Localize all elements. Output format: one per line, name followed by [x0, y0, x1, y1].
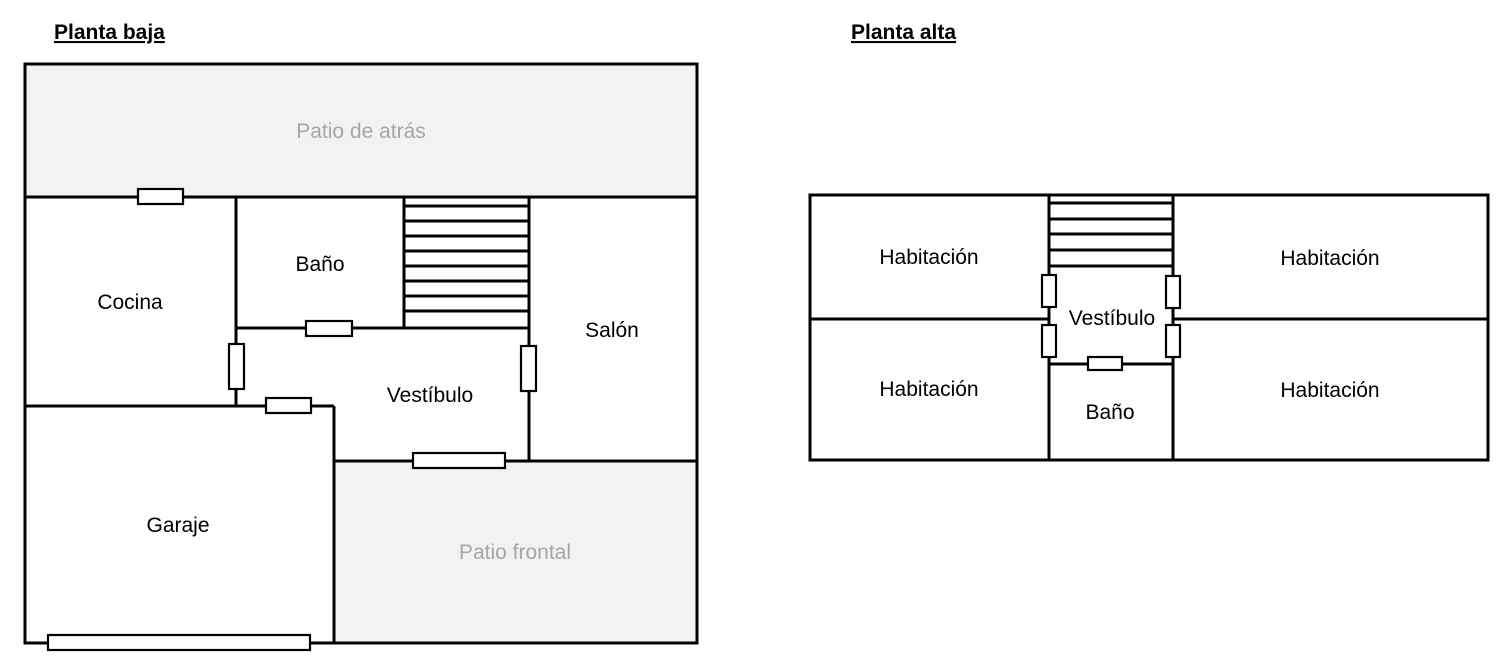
upper-floor-plan: Planta alta Habitación Habitación Habi [808, 21, 1490, 462]
door-bedroom-top-right [1164, 274, 1182, 310]
door-kitchen-backyard [136, 187, 185, 206]
upper-bathroom-label: Baño [1085, 401, 1134, 424]
bedroom-bottom-right-label: Habitación [1280, 379, 1379, 402]
ground-floor-plan: Planta baja [23, 21, 699, 652]
front-yard-label: Patio frontal [459, 541, 571, 564]
living-room-label: Salón [585, 319, 639, 342]
upper-floor-outline [808, 193, 1490, 462]
upper-floor-title: Planta alta [851, 21, 956, 44]
upper-hallway-label: Vestíbulo [1069, 307, 1155, 330]
door-front-entrance [411, 451, 507, 470]
door-bedroom-top-left [1040, 273, 1058, 309]
backyard-area [23, 62, 699, 199]
door-bedroom-bottom-left [1040, 323, 1058, 359]
door-bedroom-bottom-right [1164, 323, 1182, 359]
bedroom-bottom-left-label: Habitación [879, 378, 978, 401]
bedroom-top-right-label: Habitación [1280, 247, 1379, 270]
backyard-label: Patio de atrás [296, 120, 426, 143]
ground-floor-stairs [404, 204, 529, 313]
door-living-room-hallway [519, 344, 538, 393]
door-kitchen-hallway [227, 342, 246, 391]
garage-door [46, 633, 312, 652]
door-garage-hallway [264, 396, 313, 415]
kitchen-label: Cocina [97, 291, 163, 314]
door-upper-bathroom [1086, 355, 1124, 372]
ground-floor-outline [23, 62, 699, 645]
upper-floor-stairs [1049, 201, 1173, 268]
bedroom-top-left-label: Habitación [879, 246, 978, 269]
garage-label: Garaje [146, 514, 209, 537]
hallway-label: Vestíbulo [387, 384, 473, 407]
ground-floor-title: Planta baja [54, 21, 165, 44]
bathroom-label: Baño [295, 253, 344, 276]
door-bathroom-hallway [304, 319, 354, 338]
front-yard-area [332, 459, 699, 645]
